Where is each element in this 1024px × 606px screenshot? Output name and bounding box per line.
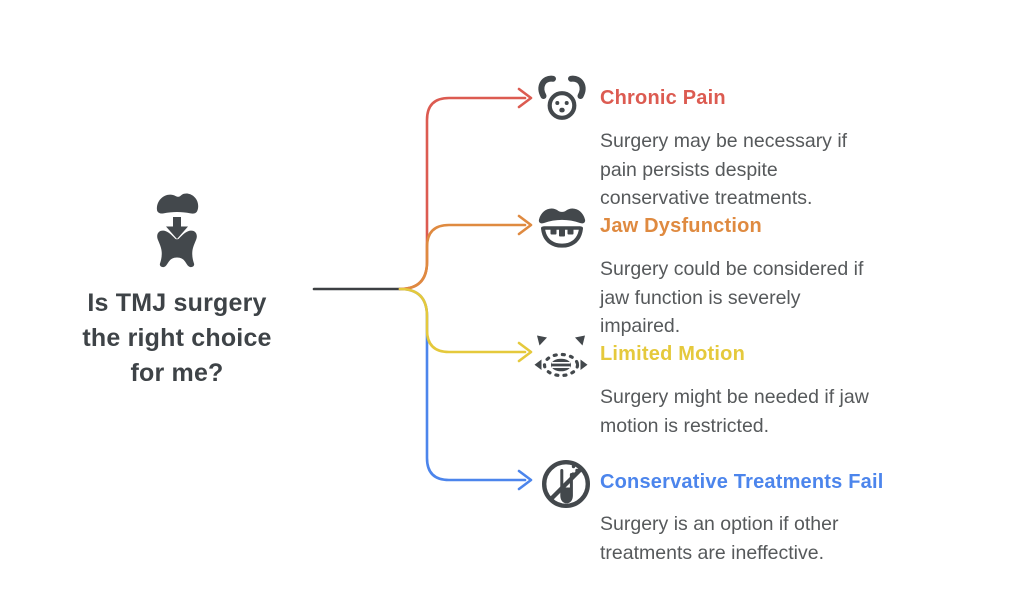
headache-face-icon (538, 75, 586, 120)
arrowhead-treatments-fail (517, 469, 533, 491)
branch-label-limited-motion: Limited Motion (600, 343, 745, 365)
branch-label-jaw-dysfunction: Jaw Dysfunction (600, 215, 762, 237)
branch-line-treatments-fail (398, 287, 527, 482)
branch-description-treatments-fail: Surgery is an option if other treatments… (600, 513, 839, 564)
no-medication-icon (542, 460, 590, 508)
arrowhead-jaw-dysfunction (517, 214, 533, 236)
branch-description-chronic-pain: Surgery may be necessary if pain persist… (600, 130, 848, 209)
arrowhead-limited-motion (517, 341, 533, 363)
branch-description-limited-motion: Surgery might be needed if jaw motion is… (600, 386, 869, 437)
branch-line-chronic-pain (398, 96, 527, 291)
branch-label-treatments-fail: Conservative Treatments Fail (600, 471, 884, 493)
main-question: Is TMJ surgery the right choice for me? (82, 289, 272, 387)
jaw-motion-range-icon (534, 335, 588, 378)
arrowhead-chronic-pain (517, 87, 533, 109)
tooth-crown-implant-icon (156, 193, 199, 268)
open-mouth-teeth-icon (538, 208, 586, 248)
branch-line-jaw-dysfunction (398, 223, 527, 291)
branch-description-jaw-dysfunction: Surgery could be considered if jaw funct… (600, 258, 864, 337)
branch-line-limited-motion (398, 287, 527, 354)
branch-label-chronic-pain: Chronic Pain (600, 87, 726, 109)
